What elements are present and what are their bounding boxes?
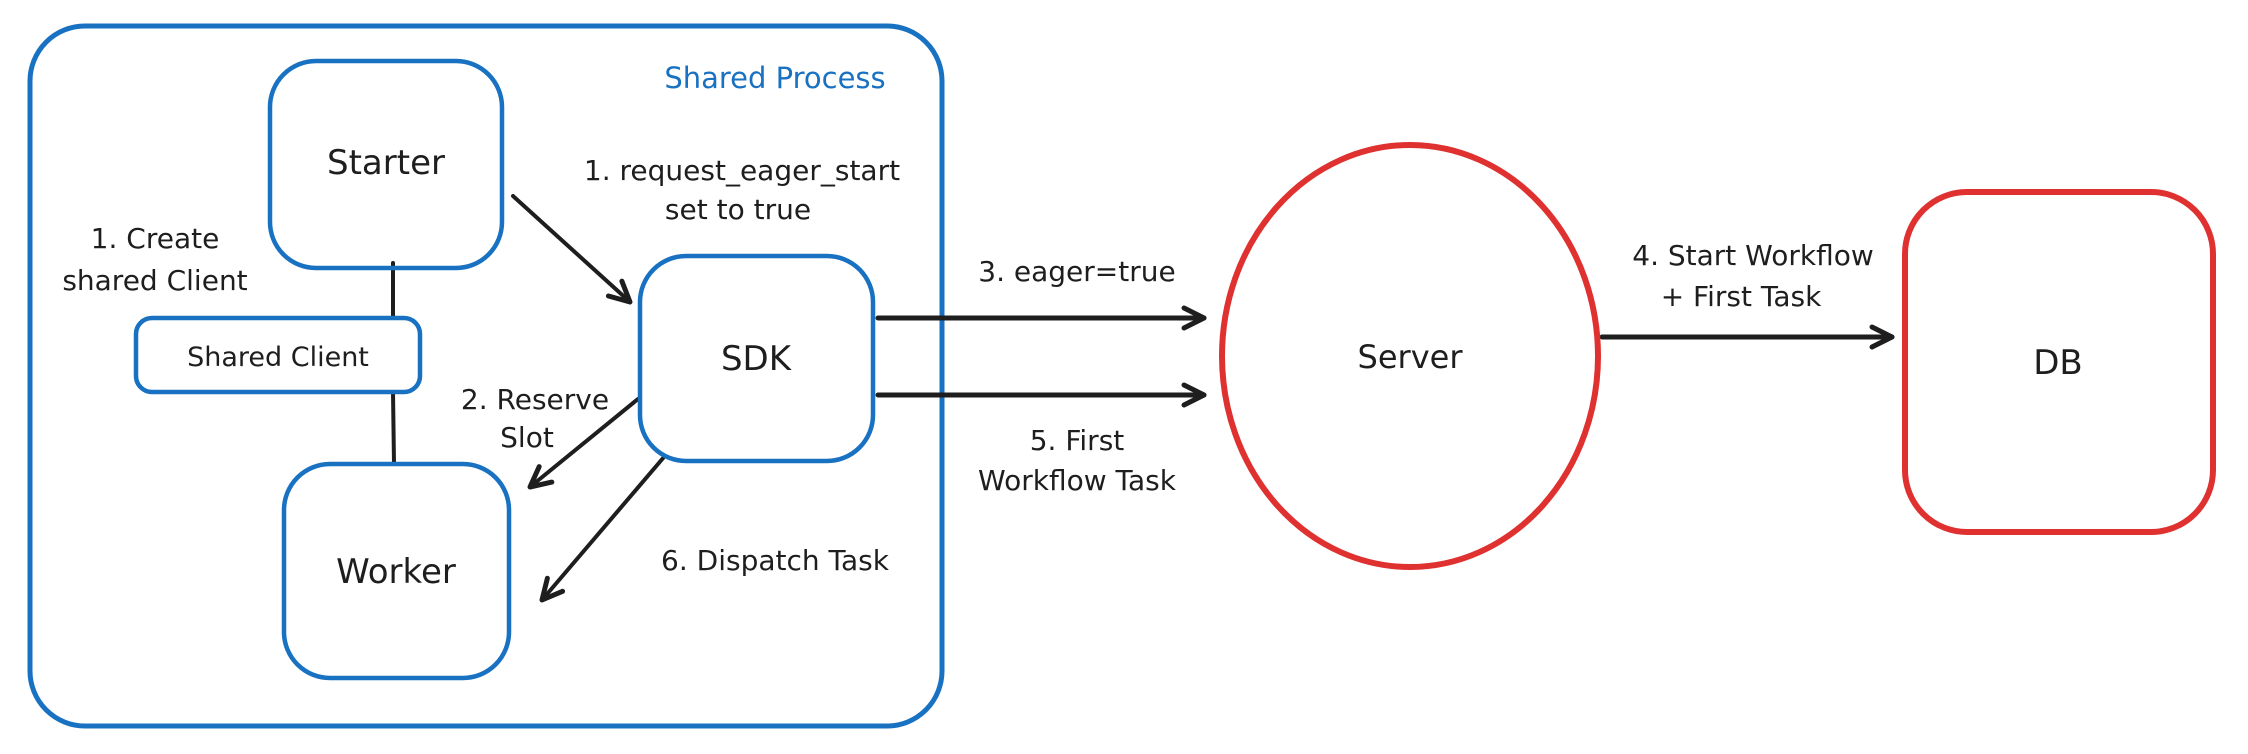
annotation-create-shared-client-line2: shared Client [62,264,247,297]
annotation-request-eager-start-line1: 1. request_eager_start [584,154,900,187]
node-starter-label: Starter [327,143,445,183]
node-shared-client-box [133,315,423,395]
annotation-dispatch-task-line1: 6. Dispatch Task [661,544,890,577]
annotation-start-workflow-line2: + First Task [1661,280,1822,313]
edge-shared-client-worker [391,390,396,466]
node-sdk-box [637,253,876,464]
node-starter-box [267,58,505,271]
edge-sdk-worker-dispatch-task-arrow [539,455,666,603]
node-server-label: Server [1358,338,1464,376]
annotation-first-workflow-task: 5. First Workflow Task [978,424,1177,497]
shared-process-container-box [27,23,945,729]
annotation-first-workflow-task-line2: Workflow Task [978,464,1177,497]
annotation-create-shared-client: 1. Create shared Client [62,222,247,297]
annotation-create-shared-client-line1: 1. Create [91,222,220,255]
annotation-dispatch-task: 6. Dispatch Task [661,544,890,577]
annotation-reserve-slot-line1: 2. Reserve [461,383,609,416]
node-server-circle [1219,142,1601,570]
edge-sdk-worker-reserve-slot-arrow [527,397,640,490]
annotation-eager-true-line1: 3. eager=true [978,255,1175,288]
annotation-request-eager-start: 1. request_eager_start set to true [584,154,900,226]
shared-process-label: Shared Process [664,61,885,95]
node-shared-client-label: Shared Client [187,342,369,373]
node-sdk-label: SDK [721,339,793,379]
edge-starter-sdk-arrow [511,194,633,305]
node-db-label: DB [2033,343,2083,383]
annotation-first-workflow-task-line1: 5. First [1030,424,1125,457]
annotation-start-workflow-line1: 4. Start Workflow [1632,239,1874,272]
node-worker-box [281,461,512,681]
annotation-reserve-slot-line2: Slot [500,421,554,454]
annotation-eager-true: 3. eager=true [978,255,1175,288]
node-worker-label: Worker [336,552,456,592]
annotation-reserve-slot: 2. Reserve Slot [461,383,609,454]
node-db-box [1902,189,2216,535]
annotation-request-eager-start-line2: set to true [665,193,811,226]
annotation-start-workflow: 4. Start Workflow + First Task [1632,239,1874,313]
